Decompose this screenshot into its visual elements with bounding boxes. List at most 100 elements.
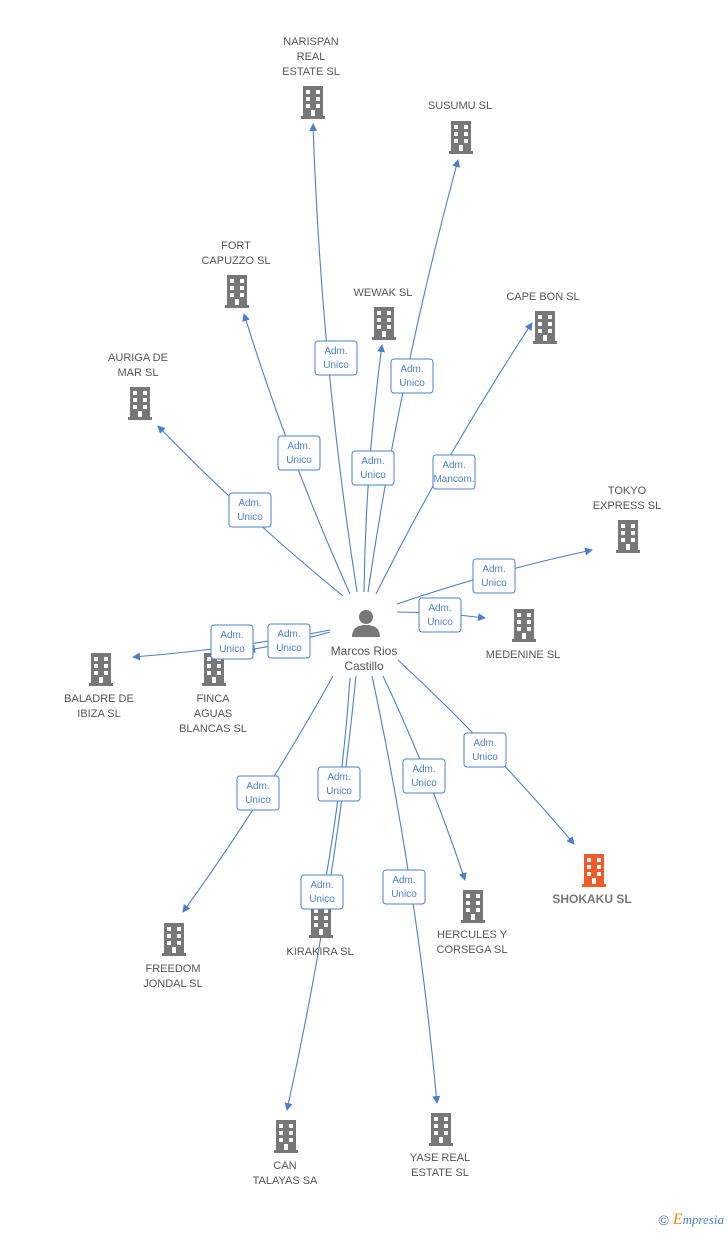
relation-label-box [300,874,344,910]
relation-role-line: Adm. [400,364,423,375]
company-name-line: CAPUZZO SL [201,255,270,267]
relation-role-line: Adm. [412,764,435,775]
building-icon [301,86,325,119]
relation-role-line: Adm. [442,460,465,471]
company-name-line: SHOKAKU SL [552,892,631,906]
relation-label-medenine: Adm.Unico [418,597,462,633]
relation-role-line: Adm. [482,564,505,575]
relation-role-line: Unico [309,894,335,905]
relation-role-line: Unico [481,578,507,589]
relation-label-box [418,597,462,633]
building-icon [128,387,152,420]
relation-role-line: Adm. [324,346,347,357]
relation-role-line: Unico [245,795,271,806]
relation-role-line: Adm. [310,880,333,891]
relation-label-box [267,623,311,659]
relation-label-baladre: Adm. Unico [210,624,254,660]
building-icon [225,275,249,308]
company-name-line: FINCA [197,693,231,705]
company-name-line: FREEDOM [146,963,201,975]
company-name-line: IBIZA SL [77,708,120,720]
relation-role-line: Adm. [392,875,415,886]
relation-role-line: Adm. [428,603,451,614]
relation-role-line: Adm. [277,629,300,640]
relation-role-line: Adm. [361,456,384,467]
relation-role-line: Unico [237,512,263,523]
company-name-line: CAN [273,1160,296,1172]
center-name-line-1: Marcos Rios [331,644,398,658]
center-name-line-2: Castillo [344,659,384,673]
relation-role-line: Unico [219,644,245,655]
relation-label-kirakira: Adm. Unico [300,874,344,910]
relation-role-line: Unico [360,470,386,481]
relation-role-line: Unico [323,360,349,371]
company-name-line: WEWAK SL [354,287,413,299]
company-node-kirakira[interactable]: KIRAKIRA SL [286,905,354,958]
company-name-line: TOKYO [608,485,647,497]
company-name-line: HERCULES Y [437,929,508,941]
company-node-medenine[interactable]: MEDENINE SL [486,609,561,661]
relation-label-shokaku: Adm. Unico [463,732,507,768]
relation-role-line: Unico [411,778,437,789]
relation-label-box [314,340,358,376]
relation-role-line: Adm. [473,738,496,749]
relation-role-line: Adm. [327,772,350,783]
building-icon [449,121,473,154]
relation-label-yase: Adm.Unico [382,869,426,905]
relation-label-box [472,558,516,594]
relation-label-box [402,758,446,794]
relation-label-fort-capuzzo: Adm. Unico [277,435,321,471]
relation-label-hercules: Adm. Unico [402,758,446,794]
relation-label-narispan: Adm. Unico [314,340,358,376]
company-name-line: FORT [221,240,251,252]
relation-label-susumu: Adm.Unico [390,358,434,394]
building-icon [274,1120,298,1153]
relation-label-box [210,624,254,660]
company-node-wewak[interactable]: WEWAK SL [354,287,413,340]
person-icon [352,610,380,637]
center-person-node[interactable]: Marcos Rios Castillo [331,610,398,673]
relation-label-cape-bon: Adm. Mancom. [432,454,476,490]
company-name-line: ESTATE SL [282,66,340,78]
company-name-line: SUSUMU SL [428,100,492,112]
company-name-line: BLANCAS SL [179,723,247,735]
company-node-shokaku[interactable]: SHOKAKU SL [552,854,632,906]
relation-label-box [390,358,434,394]
relation-label-box [236,775,280,811]
building-icon [512,609,536,642]
relation-label-wewak: Adm. Unico [351,450,395,486]
relation-role-line: Adm. [220,630,243,641]
relation-role-line: Unico [326,786,352,797]
building-icon [89,653,113,686]
brand-logo-text: mpresia [682,1212,724,1227]
relation-role-line: Unico [472,752,498,763]
company-name-line: REAL [297,51,326,63]
company-name-line: CAPE BON SL [506,291,579,303]
relation-label-box [317,766,361,802]
relation-role-line: Unico [286,455,312,466]
relation-label-box [463,732,507,768]
company-name-line: ESTATE SL [411,1167,469,1179]
relation-role-line: Adm. [287,441,310,452]
relation-role-line: Mancom. [433,474,474,485]
building-icon [582,854,606,887]
company-node-cape-bon[interactable]: CAPE BON SL [506,291,580,344]
company-node-fort-capuzzo[interactable]: FORT CAPUZZO SL [201,240,271,308]
company-node-susumu[interactable]: SUSUMU SL [428,100,492,154]
relation-role-line: Adm. [238,498,261,509]
relation-label-box [277,435,321,471]
building-icon [533,311,557,344]
relation-label-finca: Adm.Unico [267,623,311,659]
